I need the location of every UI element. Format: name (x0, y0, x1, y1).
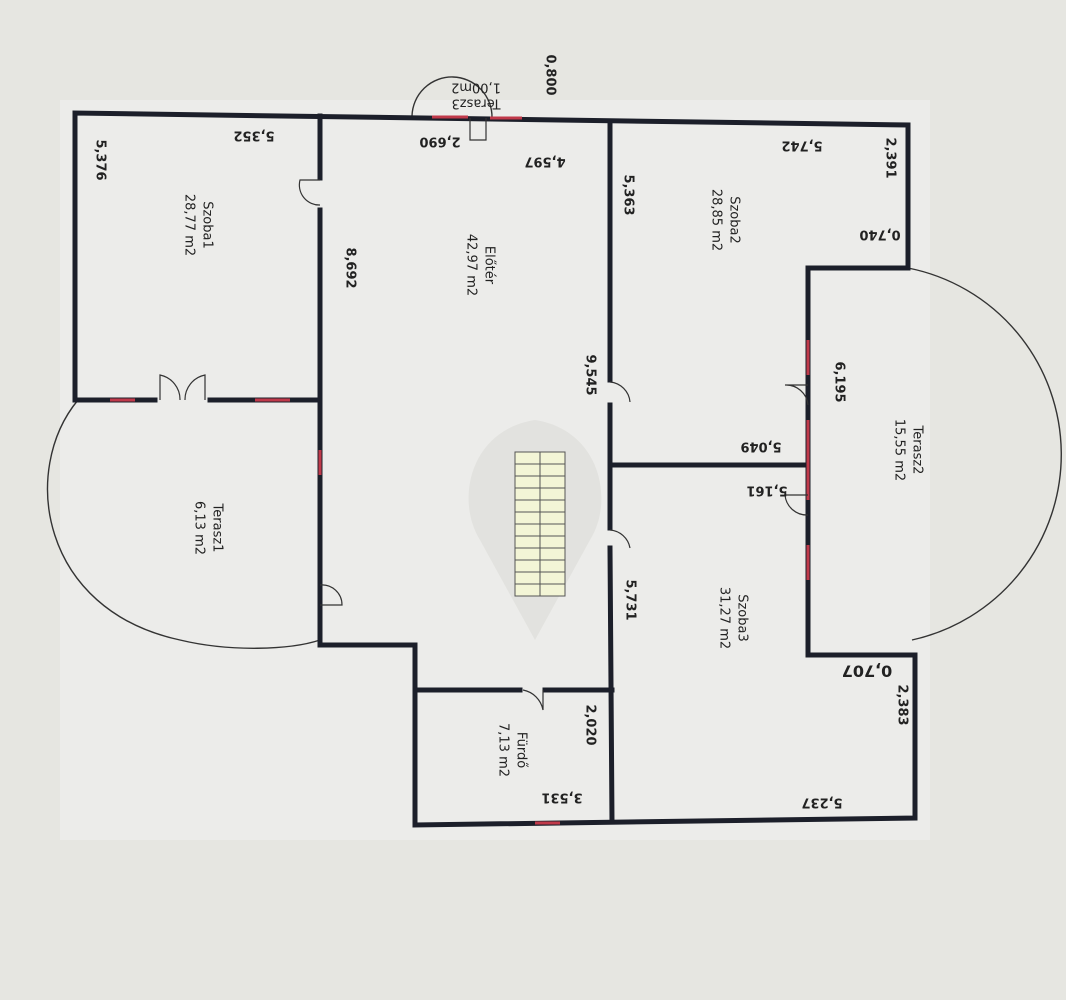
dim-label: 2,020 (583, 704, 598, 745)
dim-label: 8,692 (343, 247, 358, 288)
terasz1-arc (46, 399, 321, 649)
terasz2-arc (907, 267, 1062, 641)
room-terasz2: Terasz2 15,55 m2 (892, 419, 925, 481)
dim-label: 9,545 (583, 354, 598, 395)
windows (110, 115, 810, 825)
dim-label: 2,690 (419, 134, 460, 149)
dim-label: 5,742 (781, 138, 822, 153)
room-area: 1,00m2 (451, 80, 501, 95)
room-name: Előtér (482, 246, 497, 285)
room-eloter: Előtér 42,97 m2 (464, 234, 497, 296)
dim-label: 0,800 (543, 54, 558, 95)
room-name: Fürdő (514, 732, 529, 768)
room-terasz3: Terasz3 1,00m2 (451, 80, 501, 111)
dim-label: 0,740 (859, 227, 900, 242)
room-area: 31,27 m2 (717, 587, 732, 649)
room-area: 28,85 m2 (709, 189, 724, 251)
dim-label: 5,237 (801, 795, 842, 810)
room-name: Szoba1 (200, 201, 215, 249)
room-area: 6,13 m2 (192, 501, 207, 555)
room-area: 7,13 m2 (496, 723, 511, 777)
dim-label: 5,161 (746, 483, 787, 498)
dim-label: 4,597 (524, 154, 565, 169)
room-terasz1: Terasz1 6,13 m2 (192, 501, 225, 555)
dim-label: 6,195 (832, 361, 847, 402)
dim-label: 5,049 (740, 439, 781, 454)
room-furdo: Fürdő 7,13 m2 (496, 723, 529, 777)
room-area: 42,97 m2 (464, 234, 479, 296)
room-area: 28,77 m2 (182, 194, 197, 256)
dim-label: 5,352 (233, 128, 274, 143)
dim-label: 5,376 (93, 139, 108, 180)
room-szoba1: Szoba1 28,77 m2 (182, 194, 215, 256)
dim-label: 2,383 (895, 684, 910, 725)
dim-label: 0,707 (842, 662, 893, 681)
dim-label: 3,531 (541, 790, 582, 805)
room-name: Terasz3 (452, 96, 502, 111)
dimension-labels: 0,800 2,690 5,352 5,376 4,597 8,692 5,36… (93, 54, 910, 809)
dim-label: 5,363 (621, 174, 636, 215)
terasz3-arc (411, 76, 493, 119)
room-name: Szoba3 (735, 594, 750, 642)
room-szoba3: Szoba3 31,27 m2 (717, 587, 750, 649)
room-name: Terasz1 (210, 503, 225, 553)
room-szoba2: Szoba2 28,85 m2 (709, 189, 742, 251)
doors (159, 118, 809, 711)
room-area: 15,55 m2 (892, 419, 907, 481)
dim-label: 2,391 (883, 137, 898, 178)
room-name: Szoba2 (727, 196, 742, 244)
room-name: Terasz2 (910, 425, 925, 475)
dim-label: 5,731 (623, 579, 638, 620)
staircase (514, 451, 566, 597)
